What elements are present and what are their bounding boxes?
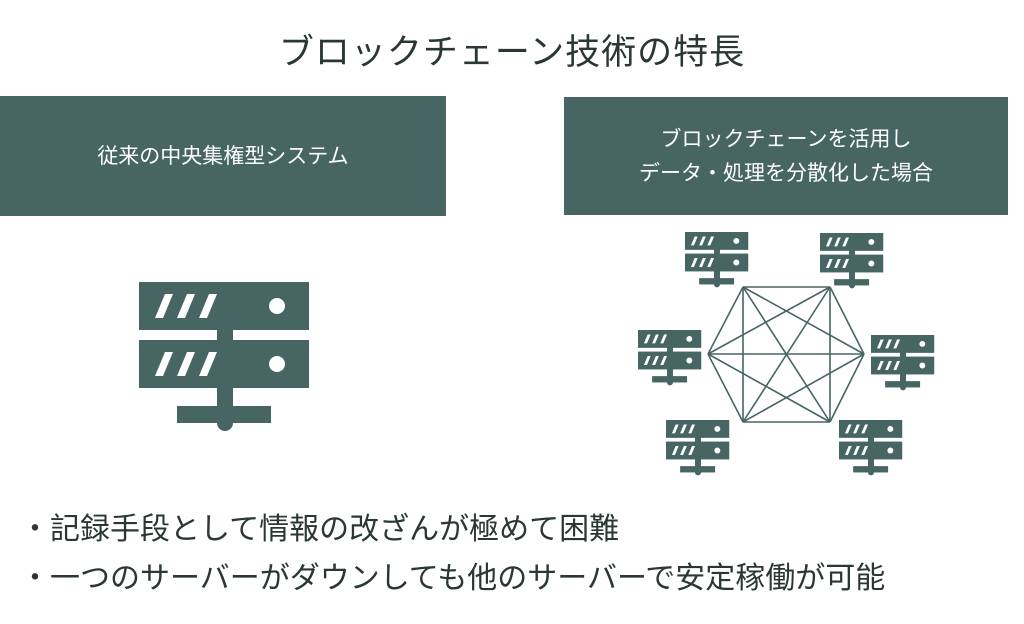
distributed-system-box: ブロックチェーンを活用し データ・処理を分散化した場合 (564, 97, 1008, 215)
network-mesh-icon (707, 286, 865, 423)
server-icon (638, 330, 702, 386)
network-link (829, 286, 865, 355)
server-icon (685, 232, 749, 288)
feature-list: ・記録手段として情報の改ざんが極めて困難 ・一つのサーバーがダウンしても他のサー… (20, 505, 885, 603)
page-title: ブロックチェーン技術の特長 (278, 33, 746, 73)
server-icon (839, 420, 903, 476)
network-link (742, 286, 865, 355)
centralized-system-label: 従来の中央集権型システム (97, 144, 349, 168)
network-link (707, 286, 744, 355)
feature-item: ・記録手段として情報の改ざんが極めて困難 (20, 512, 620, 547)
server-icon (820, 233, 884, 289)
distributed-system-label-line2: データ・処理を分散化した場合 (639, 161, 933, 185)
network-link (707, 353, 831, 423)
network-link (829, 353, 865, 423)
server-icon (871, 335, 935, 391)
network-link (707, 286, 831, 355)
server-icon (666, 420, 730, 476)
network-link (742, 353, 865, 423)
network-link (707, 353, 744, 423)
central-server-icon (139, 282, 309, 431)
centralized-system-box: 従来の中央集権型システム (0, 96, 446, 216)
feature-item: ・一つのサーバーがダウンしても他のサーバーで安定稼働が可能 (20, 561, 886, 596)
distributed-system-label-line1: ブロックチェーンを活用し (660, 127, 912, 151)
